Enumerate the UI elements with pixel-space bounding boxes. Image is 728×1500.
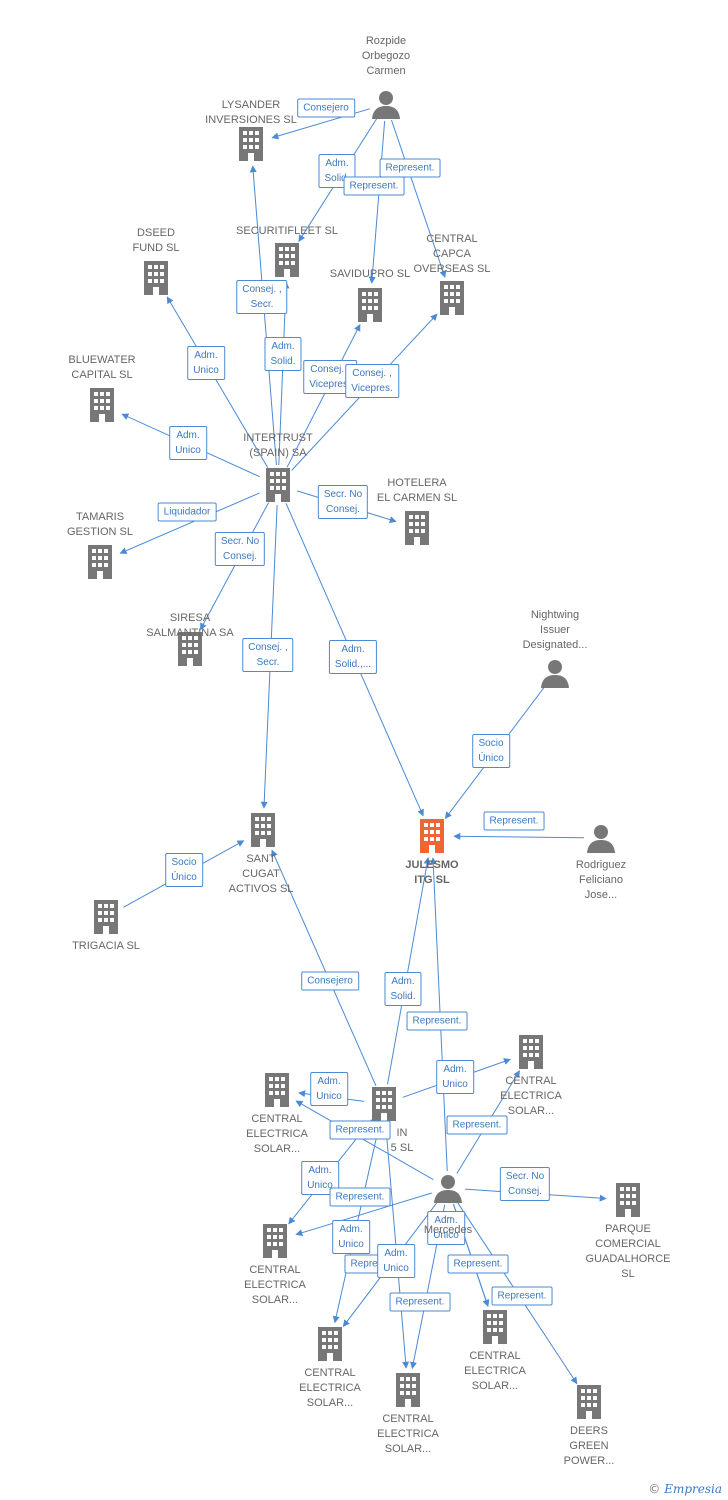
edge-intertrust-dseed [166, 296, 269, 469]
building-icon[interactable] [396, 1373, 420, 1407]
edge-rodriguez-julesmo [453, 832, 585, 840]
person-icon[interactable] [587, 825, 615, 853]
edge-label[interactable]: Consejero [301, 971, 359, 991]
building-icon[interactable] [265, 1073, 289, 1107]
building-icon[interactable] [440, 281, 464, 315]
edge-person2-cesolar3 [295, 1192, 432, 1237]
node-label-tamaris[interactable]: TAMARIS GESTION SL [66, 511, 134, 538]
node-label-hub[interactable]: IN 5 SL [390, 1127, 414, 1154]
node-label-rodriguez[interactable]: Rodriguez Feliciano Jose... [575, 859, 627, 901]
edge-label[interactable]: Secr. No Consej. [317, 485, 369, 519]
node-label-savidupro[interactable]: SAVIDUPRO SL [329, 268, 411, 280]
edge-intertrust-savidupro [286, 323, 361, 468]
edge-label[interactable]: Consej. , Secr. [242, 638, 294, 672]
edge-label[interactable]: Secr. No Consej. [214, 532, 266, 566]
edge-intertrust-lysander [249, 165, 277, 466]
building-icon[interactable] [405, 511, 429, 545]
node-label-cesolar1[interactable]: CENTRAL ELECTRICA SOLAR... [500, 1075, 562, 1117]
building-icon[interactable] [372, 1087, 396, 1121]
edge-label[interactable]: Consej. , Secr. [236, 280, 288, 314]
edge-label[interactable]: Represent. [491, 1286, 553, 1306]
edge-label[interactable]: Adm. Unico [169, 426, 207, 460]
edge-label[interactable]: Represent. [329, 1120, 391, 1140]
building-icon[interactable] [483, 1310, 507, 1344]
edge-label[interactable]: Consejero [297, 98, 355, 118]
node-label-siresa[interactable]: SIRESA SALMANTINA SA [146, 612, 234, 639]
brand-logo[interactable]: Empresia [664, 1482, 722, 1496]
building-icon[interactable] [144, 261, 168, 295]
edge-label[interactable]: Represent. [343, 176, 405, 196]
edge-intertrust-tamaris [119, 492, 260, 554]
building-icon[interactable] [251, 813, 275, 847]
node-label-intertrust[interactable]: INTERTRUST (SPAIN) SA [243, 432, 313, 459]
node-label-cesolar6[interactable]: CENTRAL ELECTRICA SOLAR... [464, 1350, 526, 1392]
node-label-capca[interactable]: CENTRAL CAPCA OVERSEAS SL [413, 233, 491, 275]
node-label-nightwing[interactable]: Nightwing Issuer Designated... [522, 609, 588, 651]
edge-label[interactable]: Adm. Solid.,... [328, 640, 378, 674]
node-label-deers[interactable]: DEERS GREEN POWER... [563, 1425, 615, 1467]
edge-label[interactable]: Socio Único [165, 853, 203, 887]
edge-label[interactable]: Adm. Unico [310, 1072, 348, 1106]
building-icon[interactable] [318, 1327, 342, 1361]
edge-label[interactable]: Secr. No Consej. [499, 1167, 551, 1201]
building-icon[interactable] [358, 288, 382, 322]
building-icon[interactable] [266, 468, 290, 502]
node-label-cesolar2[interactable]: CENTRAL ELECTRICA SOLAR... [246, 1113, 308, 1155]
copyright-icon: © [648, 1482, 661, 1496]
edge-label[interactable]: Represent. [329, 1187, 391, 1207]
building-icon[interactable] [577, 1385, 601, 1419]
node-label-parque[interactable]: PARQUE COMERCIAL GUADALHORCE SL [585, 1223, 671, 1280]
edge-hub-julesmo [387, 856, 431, 1085]
node-label-bluewater[interactable]: BLUEWATER CAPITAL SL [68, 354, 136, 381]
edge-label[interactable]: Adm. Solid. [264, 337, 302, 371]
node-label-cesolar5[interactable]: CENTRAL ELECTRICA SOLAR... [377, 1413, 439, 1455]
edge-label[interactable]: Consej. , Vicepres. [345, 364, 399, 398]
edge-rozpide-savidupro [368, 120, 386, 284]
edge-person2-cesolar2 [295, 1100, 434, 1180]
building-icon[interactable] [275, 243, 299, 277]
node-label-julesmo[interactable]: JULESMO ITG SL [405, 859, 459, 886]
node-label-trigacia[interactable]: TRIGACIA SL [72, 940, 140, 952]
node-label-cesolar3[interactable]: CENTRAL ELECTRICA SOLAR... [244, 1264, 306, 1306]
person-icon[interactable] [372, 91, 400, 119]
building-icon[interactable] [263, 1224, 287, 1258]
building-icon[interactable] [88, 545, 112, 579]
edge-label[interactable]: Adm. Unico [332, 1220, 370, 1254]
edge-rozpide-capca [391, 119, 447, 278]
edge-intertrust-siresa [199, 502, 269, 631]
node-label-lysander[interactable]: LYSANDER INVERSIONES SL [205, 99, 297, 126]
node-label-dseed[interactable]: DSEED FUND SL [132, 227, 180, 254]
node-label-hotelera[interactable]: HOTELERA EL CARMEN SL [376, 477, 458, 504]
node-label-rozpide[interactable]: Rozpide Orbegozo Carmen [361, 35, 411, 77]
edge-label[interactable]: Liquidador [157, 502, 217, 522]
edge-label[interactable]: Represent. [389, 1292, 451, 1312]
node-label-cesolar4[interactable]: CENTRAL ELECTRICA SOLAR... [299, 1367, 361, 1409]
building-icon[interactable] [239, 127, 263, 161]
building-icon[interactable] [519, 1035, 543, 1069]
edge-label[interactable]: Adm. Unico [187, 346, 225, 380]
edge-label[interactable]: Represent. [379, 158, 441, 178]
edge-label[interactable]: Represent. [406, 1011, 468, 1031]
edge-label[interactable]: Represent. [446, 1115, 508, 1135]
building-icon[interactable] [94, 900, 118, 934]
edge-label[interactable]: Adm. Unico [377, 1244, 415, 1278]
building-icon[interactable] [90, 388, 114, 422]
person-icon[interactable] [541, 660, 569, 688]
edge-label[interactable]: Represent. [447, 1254, 509, 1274]
footer: ©Empresia [648, 1482, 722, 1496]
edge-label[interactable]: Represent. [483, 811, 545, 831]
edge-label[interactable]: Adm. Unico [436, 1060, 474, 1094]
person-icon[interactable] [434, 1175, 462, 1203]
edge-hub-santcugat [271, 849, 377, 1086]
node-label-securitifleet[interactable]: SECURITIFLEET SL [236, 225, 338, 237]
node-label-santcugat[interactable]: SANT CUGAT ACTIVOS SL [228, 853, 294, 895]
edge-label[interactable]: Socio Único [472, 734, 510, 768]
building-icon[interactable] [616, 1183, 640, 1217]
edge-label[interactable]: Adm. Unico [427, 1211, 465, 1245]
node-label-person2[interactable]: ... Mercedes [423, 1209, 473, 1236]
edge-label[interactable]: Adm. Solid. [384, 972, 422, 1006]
building-icon[interactable] [420, 819, 444, 853]
